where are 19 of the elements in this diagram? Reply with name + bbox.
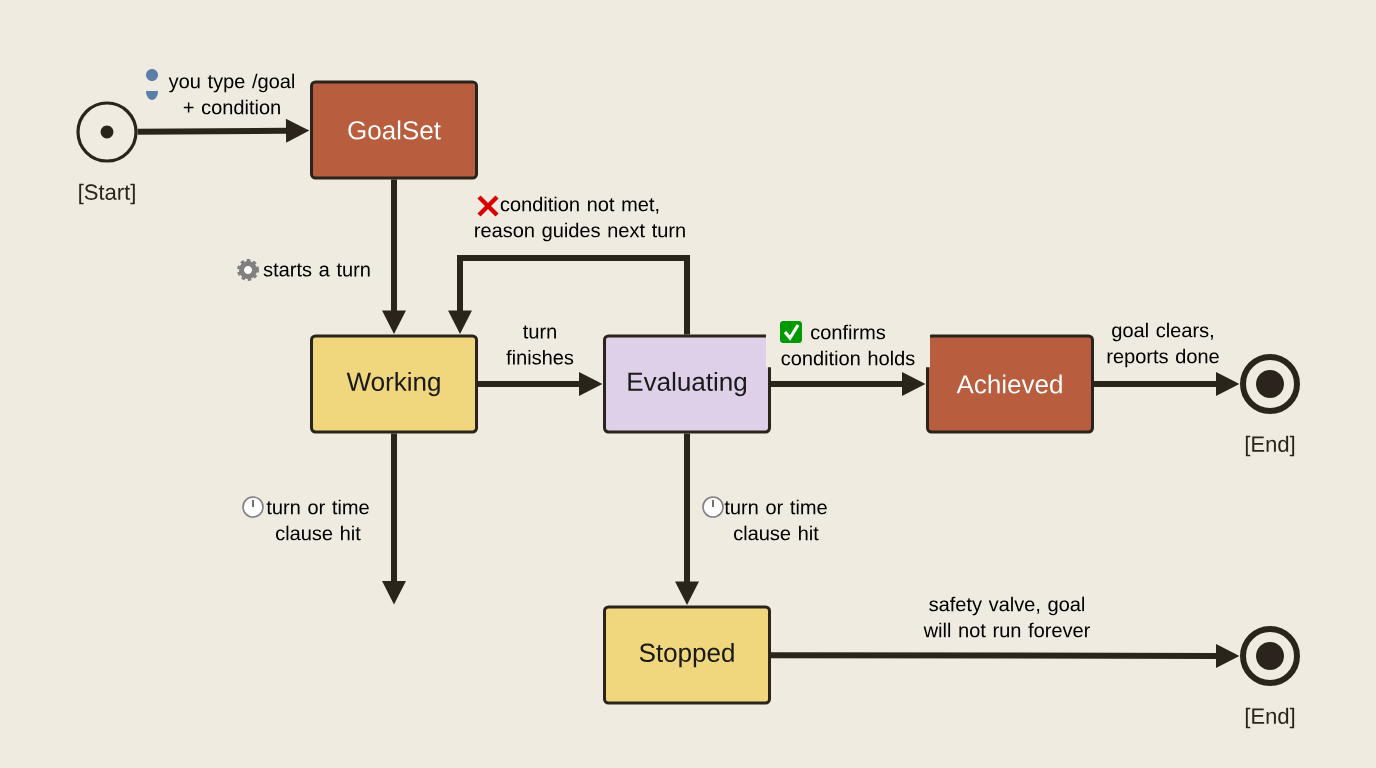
state-box: Working (310, 334, 478, 434)
state-box: GoalSet (310, 80, 478, 180)
edge-label: condition not met, reason guides next turn (456, 194, 704, 244)
edge-label: goal clears, reports done (1095, 320, 1231, 370)
edge-label: turn or time clause hit (708, 497, 844, 543)
start-state (76, 101, 138, 163)
state-caption: [End] (1245, 707, 1295, 729)
end-state (1240, 354, 1300, 414)
state-caption: [End] (1245, 435, 1295, 457)
edge-label: you type /goal + condition (158, 71, 306, 117)
state-box: Stopped (603, 605, 771, 705)
edge-label: confirms condition holds (766, 322, 930, 368)
state-box: Achieved (926, 334, 1094, 434)
end-state (1240, 626, 1300, 686)
edge-label: safety valve, goal will not run forever (915, 594, 1099, 640)
state-box: Evaluating (603, 334, 771, 434)
edge-label: turn or time clause hit (250, 497, 386, 543)
state-caption: [Start] (79, 183, 135, 205)
edge-label: turn finishes (490, 323, 590, 367)
